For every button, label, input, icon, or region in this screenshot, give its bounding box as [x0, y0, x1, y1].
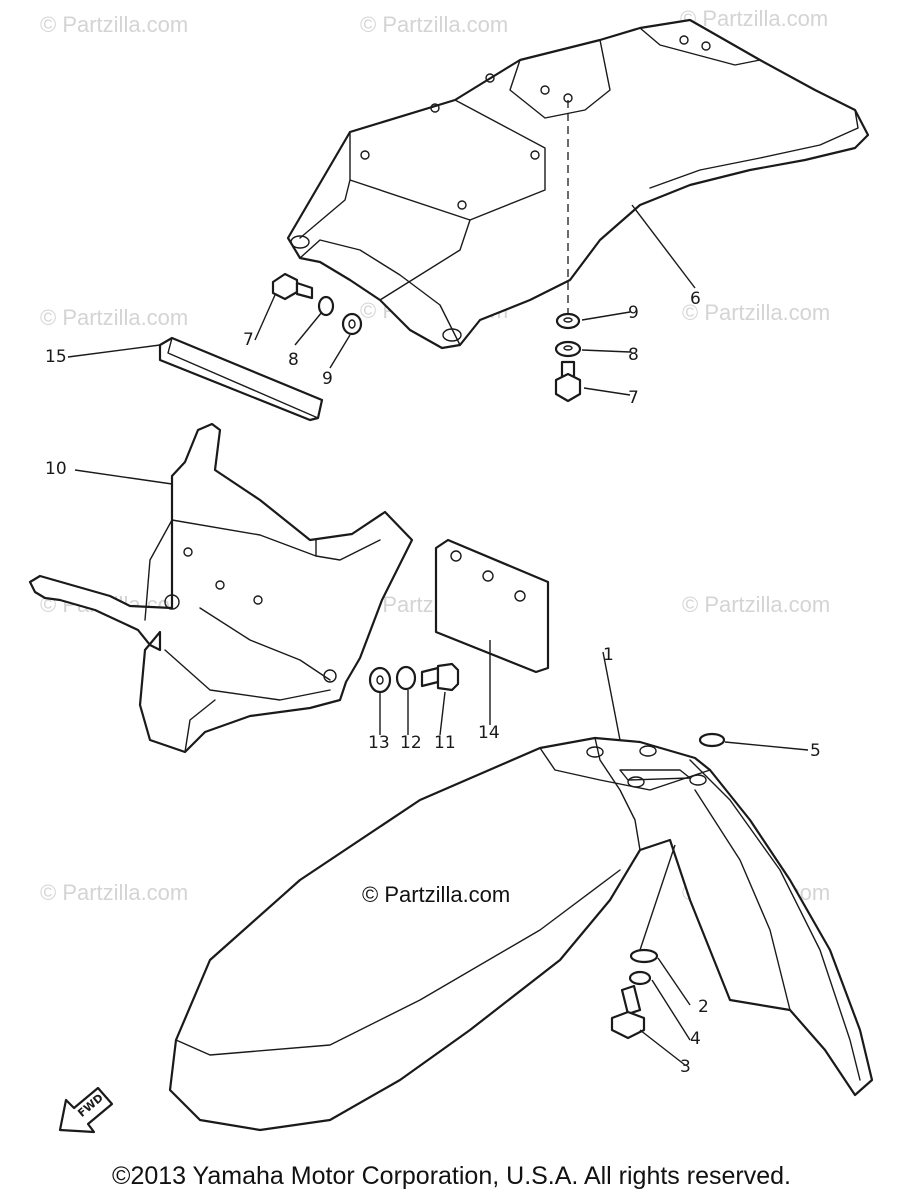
callout-14: 14 — [478, 723, 500, 743]
inner-fender-flap — [28, 422, 414, 754]
front-fender-grommet — [698, 732, 726, 748]
watermark: © Partzilla.com — [682, 592, 830, 617]
callout-2: 2 — [698, 997, 709, 1017]
fender-strip — [158, 336, 324, 422]
callout-6: 6 — [690, 289, 701, 309]
callout-10: 10 — [45, 459, 67, 479]
callout-8: 8 — [288, 350, 299, 370]
watermark: © Partzilla.com — [680, 6, 828, 31]
callout-9: 9 — [322, 369, 333, 389]
license-plate-bracket — [434, 538, 550, 674]
callout-7: 7 — [243, 330, 254, 350]
callout-3: 3 — [680, 1057, 691, 1077]
front-fender — [168, 736, 874, 1132]
fwd-arrow-icon: FWD — [58, 1086, 114, 1134]
callout-5: 5 — [810, 741, 821, 761]
leader-lines — [67, 204, 809, 1066]
watermark: © Partzilla.com — [360, 12, 508, 37]
watermark: © Partzilla.com — [40, 880, 188, 905]
rear-fender — [286, 18, 870, 350]
watermark: © Partzilla.com — [40, 12, 188, 37]
rear-fender-right-fasteners — [554, 312, 582, 403]
front-fender-fasteners — [610, 948, 659, 1040]
callout-1: 1 — [603, 645, 614, 665]
watermark: © Partzilla.com — [40, 305, 188, 330]
callout-numbers: 1 2 3 4 5 6 7 7 8 8 9 9 10 11 12 13 14 1… — [45, 289, 821, 1077]
watermark: © Partzilla.com — [682, 300, 830, 325]
center-watermark: © Partzilla.com — [362, 882, 510, 907]
callout-9: 9 — [628, 303, 639, 323]
callout-7: 7 — [628, 388, 639, 408]
callout-15: 15 — [45, 347, 67, 367]
callout-11: 11 — [434, 733, 456, 753]
copyright-notice: ©2013 Yamaha Motor Corporation, U.S.A. A… — [112, 1162, 791, 1190]
rear-fender-left-fasteners — [271, 272, 363, 336]
callout-12: 12 — [400, 733, 422, 753]
callout-13: 13 — [368, 733, 390, 753]
callout-8: 8 — [628, 345, 639, 365]
bracket-fasteners — [368, 662, 460, 694]
callout-4: 4 — [690, 1029, 701, 1049]
